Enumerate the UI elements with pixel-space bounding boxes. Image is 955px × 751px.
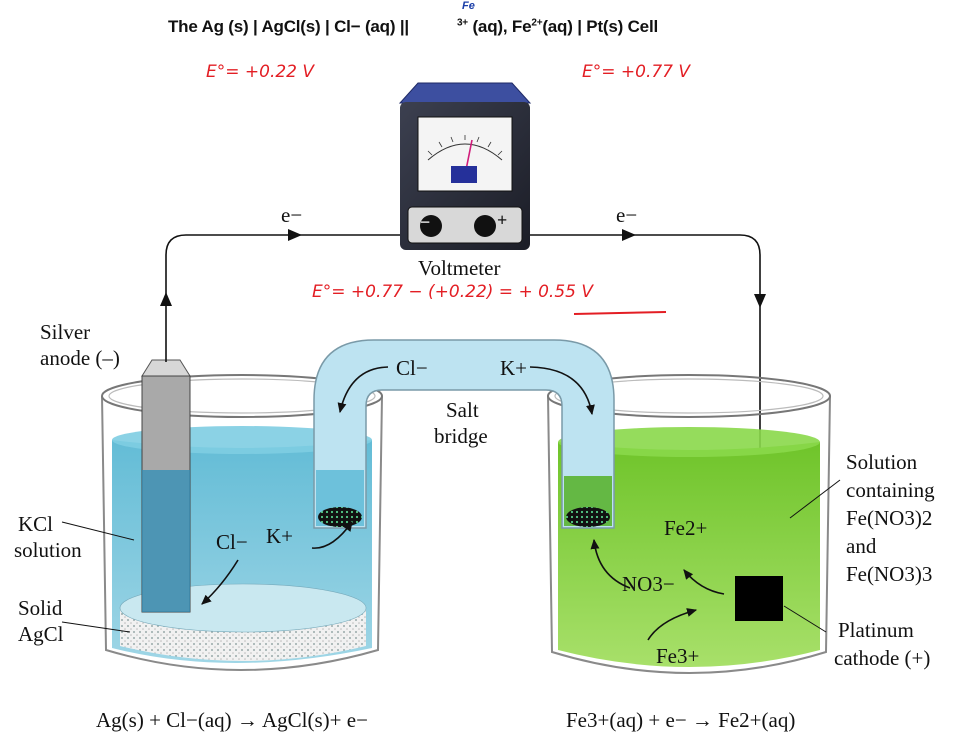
handwritten-e-right: E°= +0.77 V [582, 62, 691, 82]
voltmeter-needle [465, 139, 473, 171]
result-underline [573, 311, 667, 315]
terminal-negative [420, 215, 442, 237]
voltmeter-display [451, 166, 477, 183]
solution-label-2: containing [846, 478, 935, 502]
kcl-label-2: solution [14, 538, 82, 562]
bridge-chloride-ion: Cl− [396, 356, 428, 380]
salt-bridge-label-1: Salt [446, 398, 479, 422]
electron-flow-arrows [160, 229, 766, 308]
leader-lines [61, 479, 841, 633]
silver-anode-label-2: anode (–) [40, 346, 120, 370]
voltmeter-label: Voltmeter [418, 256, 501, 280]
terminal-positive [474, 215, 496, 237]
silver-anode-label-1: Silver [40, 320, 91, 344]
voltmeter-minus: − [420, 212, 431, 232]
cathode-half-reaction: Fe3+(aq) + e− → Fe2+(aq) [566, 708, 796, 732]
anode-half-reaction: Ag(s) + Cl−(aq) → AgCl(s)+ e− [96, 708, 368, 732]
solid-agcl-label-1: Solid [18, 596, 63, 620]
circuit-wire [165, 234, 761, 570]
electron-label-left: e− [281, 203, 303, 227]
handwritten-e-left: E°= +0.22 V [206, 62, 315, 82]
kcl-label-1: KCl [18, 512, 54, 536]
voltmeter [398, 82, 532, 250]
bridge-potassium-ion: K+ [500, 356, 528, 380]
platinum-label-2: cathode (+) [834, 646, 931, 670]
salt-bridge-label-2: bridge [434, 424, 488, 448]
right-fe3-ion: Fe3+ [656, 644, 700, 668]
page-title: The Ag (s) | AgCl(s) | Cl− (aq) ||3+ (aq… [168, 17, 658, 36]
platinum-label-1: Platinum [838, 618, 914, 642]
solid-agcl-label-2: AgCl [18, 622, 64, 646]
solution-label-4: and [846, 534, 877, 558]
salt-bridge [313, 339, 615, 529]
right-nitrate-ion: NO3− [622, 572, 675, 596]
solution-label-5: Fe(NO3)3 [846, 562, 933, 586]
silver-anode-electrode [141, 355, 191, 613]
ion-flow-arrows [201, 366, 725, 641]
handwritten-e-cell: E°= +0.77 − (+0.22) = + 0.55 V [312, 282, 593, 302]
solution-label-3: Fe(NO3)2 [846, 506, 933, 530]
platinum-cathode-electrode [735, 576, 783, 621]
right-fe2-ion: Fe2+ [664, 516, 708, 540]
voltmeter-plus: + [497, 210, 508, 230]
title-fe-annotation: Fe [462, 0, 475, 12]
solution-label-1: Solution [846, 450, 918, 474]
left-potassium-ion: K+ [266, 524, 294, 548]
left-chloride-ion: Cl− [216, 530, 248, 554]
electron-label-right: e− [616, 203, 638, 227]
